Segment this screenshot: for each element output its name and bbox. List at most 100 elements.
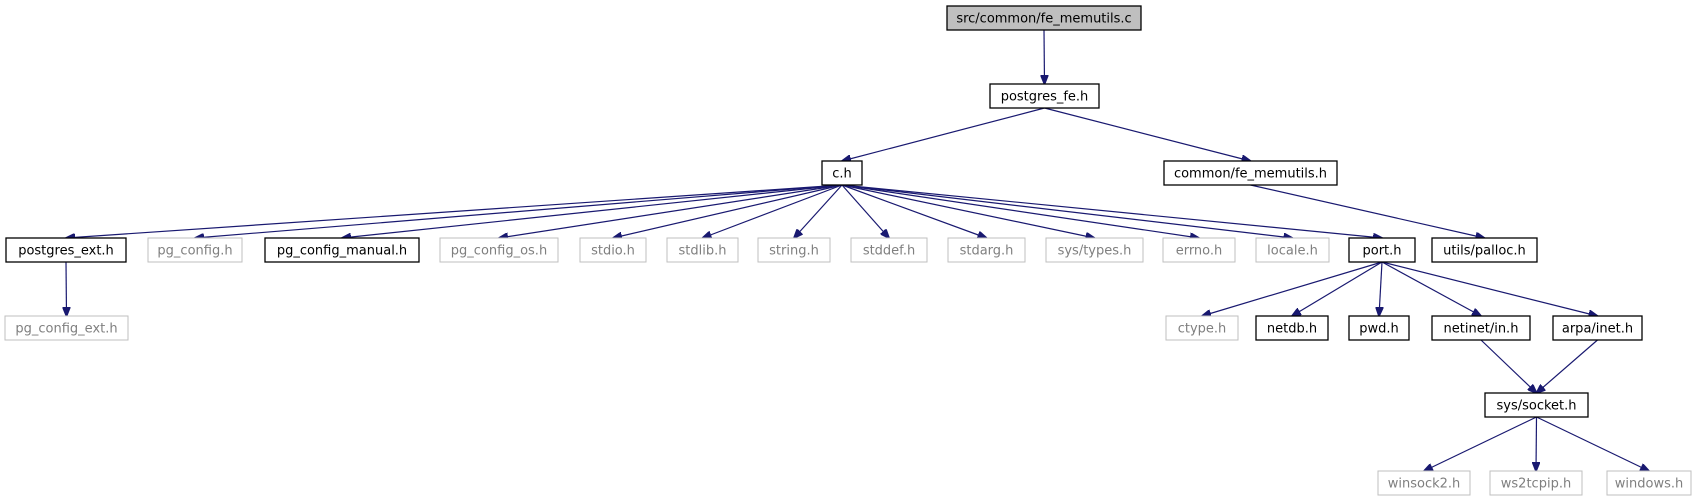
node-box: [1431, 237, 1538, 263]
node-netdb-h[interactable]: netdb.h: [1255, 315, 1329, 341]
node-pg-config-h: pg_config.h: [147, 237, 243, 263]
node-label: pg_config_os.h: [451, 244, 547, 259]
node-pwd-h[interactable]: pwd.h: [1348, 315, 1410, 341]
node-common-fe-memutils-h[interactable]: common/fe_memutils.h: [1163, 160, 1338, 186]
node-label: src/common/fe_memutils.c: [956, 12, 1131, 27]
edge-port_h-to-arpa_inet_h: [1381, 261, 1598, 316]
node-box: [946, 5, 1142, 31]
node-box: [1348, 315, 1410, 341]
node-label: postgres_ext.h: [18, 244, 114, 259]
node-box: [1255, 315, 1329, 341]
node-c-h[interactable]: c.h: [821, 160, 863, 186]
node-box: [821, 160, 863, 186]
node-postgres-fe-h[interactable]: postgres_fe.h: [989, 83, 1100, 109]
node-box: [1255, 237, 1330, 263]
edge-sys_socket_h-to-windows_h: [1536, 416, 1650, 471]
node-utils-palloc-h[interactable]: utils/palloc.h: [1431, 237, 1538, 263]
node-arpa-inet-h[interactable]: arpa/inet.h: [1552, 315, 1643, 341]
node-pg-config-ext-h: pg_config_ext.h: [4, 315, 129, 341]
edge-c_h-to-stdlib_h: [703, 184, 843, 238]
node-ctype-h: ctype.h: [1165, 315, 1239, 341]
node-label: pg_config.h: [157, 244, 232, 259]
node-stdarg-h: stdarg.h: [947, 237, 1026, 263]
node-label: netdb.h: [1267, 322, 1317, 337]
node-box: [5, 237, 127, 263]
node-box: [1163, 160, 1338, 186]
node-stdlib-h: stdlib.h: [666, 237, 739, 263]
node-box: [850, 237, 928, 263]
node-label: c.h: [832, 167, 852, 182]
node-label: locale.h: [1267, 244, 1318, 259]
node-box: [989, 83, 1100, 109]
edge-c_h-to-sys_types_h: [841, 184, 1095, 238]
node-label: ws2tcpip.h: [1501, 477, 1571, 492]
node-pg-config-os-h: pg_config_os.h: [439, 237, 559, 263]
edge-postgres_fe_h-to-common_fe_memutils_h: [1044, 107, 1251, 161]
node-label: utils/palloc.h: [1443, 244, 1526, 259]
node-stddef-h: stddef.h: [850, 237, 928, 263]
edge-sys_socket_h-to-ws2tcpip_h: [1536, 416, 1537, 471]
node-label: stddef.h: [863, 244, 915, 259]
edge-c_h-to-errno_h: [841, 184, 1199, 238]
node-ws2tcpip-h: ws2tcpip.h: [1489, 470, 1583, 496]
node-box: [264, 237, 420, 263]
node-label: errno.h: [1176, 244, 1223, 259]
node-box: [439, 237, 559, 263]
edge-c_h-to-locale_h: [841, 184, 1293, 238]
node-box: [1489, 470, 1583, 496]
node-fe-memutils-c[interactable]: src/common/fe_memutils.c: [946, 5, 1142, 31]
node-label: stdarg.h: [960, 244, 1014, 259]
node-label: pwd.h: [1359, 322, 1399, 337]
edge-c_h-to-postgres_ext_h: [66, 184, 843, 238]
edge-common_fe_memutils_h-to-utils_palloc_h: [1250, 184, 1485, 238]
node-label: netinet/in.h: [1444, 322, 1519, 337]
node-box: [1348, 237, 1416, 263]
edge-port_h-to-ctype_h: [1202, 261, 1383, 316]
node-label: pg_config_ext.h: [15, 322, 117, 337]
node-box: [1484, 392, 1589, 418]
node-netinet-in-h[interactable]: netinet/in.h: [1431, 315, 1531, 341]
node-port-h[interactable]: port.h: [1348, 237, 1416, 263]
node-stdio-h: stdio.h: [579, 237, 647, 263]
node-label: arpa/inet.h: [1562, 322, 1633, 337]
node-box: [147, 237, 243, 263]
edge-c_h-to-stddef_h: [841, 184, 889, 238]
node-box: [1165, 315, 1239, 341]
node-locale-h: locale.h: [1255, 237, 1330, 263]
node-label: stdio.h: [591, 244, 635, 259]
node-label: pg_config_manual.h: [277, 244, 407, 259]
edge-postgres_fe_h-to-c_h: [842, 107, 1045, 161]
node-box: [1045, 237, 1144, 263]
edge-c_h-to-pg_config_os_h: [499, 184, 843, 238]
node-box: [947, 237, 1026, 263]
node-windows-h: windows.h: [1606, 470, 1692, 496]
node-box: [757, 237, 831, 263]
node-label: port.h: [1362, 244, 1401, 259]
node-box: [1377, 470, 1471, 496]
node-label: string.h: [769, 244, 819, 259]
node-box: [4, 315, 129, 341]
edge-c_h-to-port_h: [841, 184, 1382, 238]
node-box: [666, 237, 739, 263]
node-errno-h: errno.h: [1162, 237, 1236, 263]
node-postgres-ext-h[interactable]: postgres_ext.h: [5, 237, 127, 263]
edge-fe_memutils_c-to-postgres_fe_h: [1044, 29, 1045, 84]
edge-arpa_inet_h-to-sys_socket_h: [1537, 339, 1598, 393]
node-label: sys/socket.h: [1496, 399, 1576, 414]
edge-c_h-to-pg_config_manual_h: [342, 184, 843, 238]
node-label: postgres_fe.h: [1001, 90, 1089, 105]
node-box: [1162, 237, 1236, 263]
node-winsock2-h: winsock2.h: [1377, 470, 1471, 496]
node-pg-config-manual-h[interactable]: pg_config_manual.h: [264, 237, 420, 263]
edge-c_h-to-stdio_h: [613, 184, 843, 238]
edge-c_h-to-string_h: [794, 184, 843, 238]
node-sys-socket-h[interactable]: sys/socket.h: [1484, 392, 1589, 418]
node-box: [1552, 315, 1643, 341]
nodes-layer: src/common/fe_memutils.c postgres_fe.h c.h…: [4, 5, 1692, 496]
edge-port_h-to-netdb_h: [1292, 261, 1383, 316]
node-label: windows.h: [1615, 477, 1683, 492]
edges-layer: [66, 29, 1650, 471]
node-label: winsock2.h: [1388, 477, 1461, 492]
node-box: [579, 237, 647, 263]
